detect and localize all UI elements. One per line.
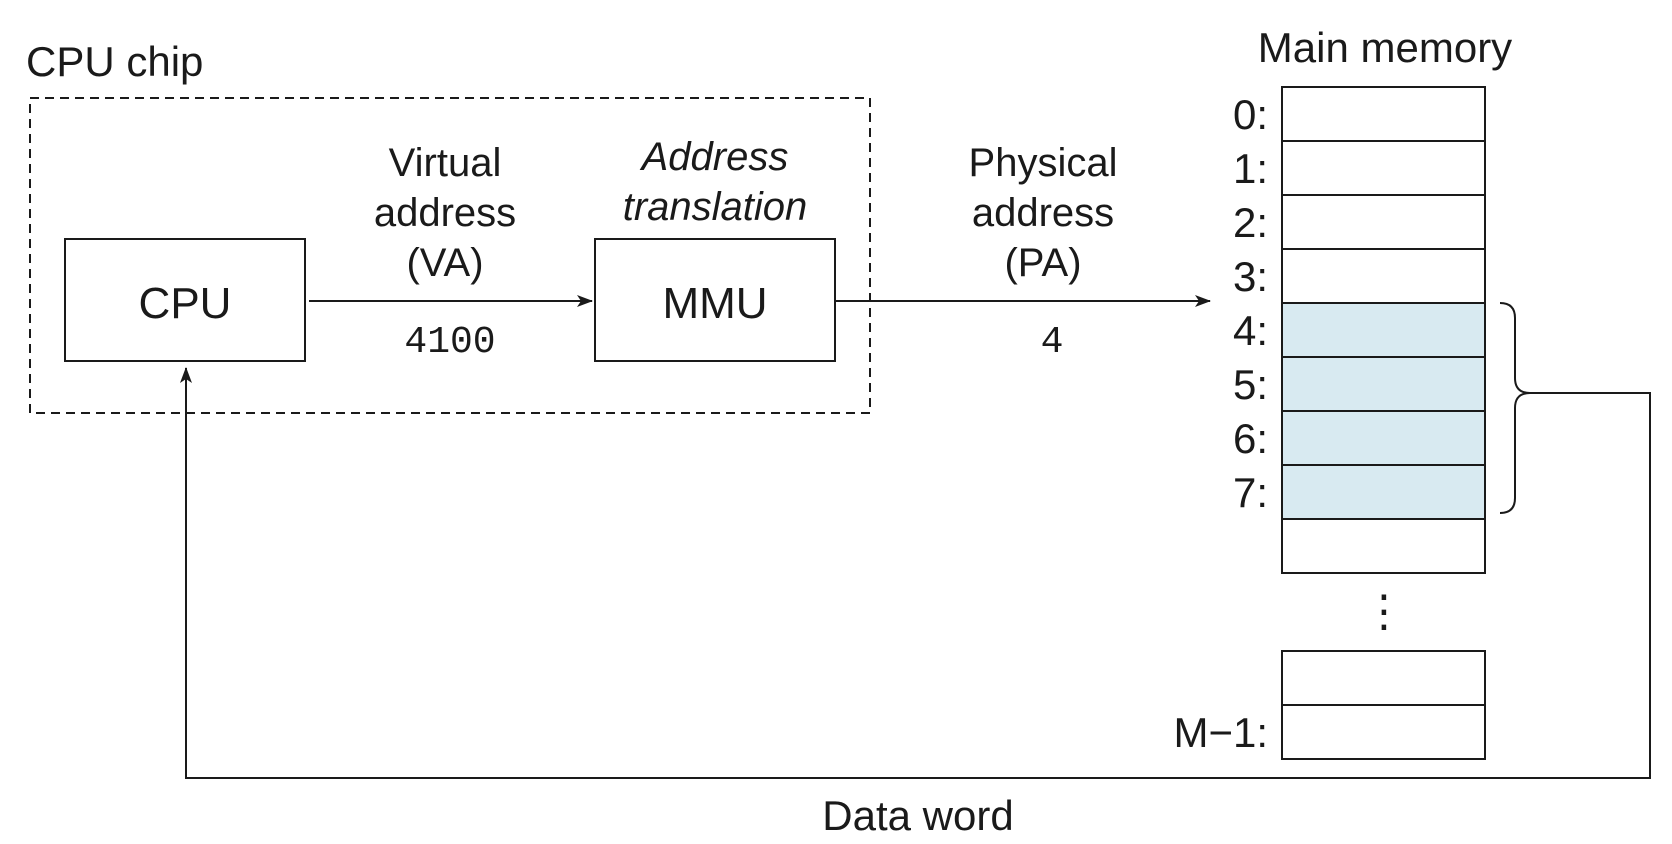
memory-cell-0 (1281, 86, 1486, 142)
memory-cell-4 (1281, 302, 1486, 358)
memory-ellipsis: ⋮ (1362, 587, 1406, 636)
va-value: 4100 (404, 321, 495, 364)
memory-cell-4-label: 4: (1233, 307, 1268, 354)
cpu-label: CPU (139, 279, 232, 328)
memory-cell-1-label: 1: (1233, 145, 1268, 192)
memory-tail-cell-1-label: M−1: (1173, 709, 1268, 756)
memory-cell-7 (1281, 464, 1486, 520)
memory-cell-5-label: 5: (1233, 361, 1268, 408)
mmu-label: MMU (662, 279, 767, 328)
memory-cell-3-label: 3: (1233, 253, 1268, 300)
memory-cell-8 (1281, 518, 1486, 574)
mmu-caption-line-2: translation (623, 185, 808, 229)
va-caption-line-2: address (374, 191, 516, 235)
memory-cell-7-label: 7: (1233, 469, 1268, 516)
mmu-box (594, 238, 836, 362)
memory-cell-5 (1281, 356, 1486, 412)
memory-tail-cell-0 (1281, 650, 1486, 706)
mmu-caption-line-1: Address (640, 135, 789, 179)
memory-cell-2 (1281, 194, 1486, 250)
memory-cell-1 (1281, 140, 1486, 196)
pa-caption-line-1: Physical (969, 141, 1118, 185)
pa-caption-line-3: (PA) (1004, 241, 1081, 285)
main-memory-title: Main memory (1258, 24, 1512, 71)
memory-tail-cell-1 (1281, 704, 1486, 760)
memory-cell-6 (1281, 410, 1486, 466)
va-caption-line-3: (VA) (406, 241, 483, 285)
memory-cells: 0: 1: 2: 3: 4: 5: 6: 7: M−1: (1173, 86, 1486, 760)
cpu-chip-label: CPU chip (26, 38, 203, 85)
memory-cell-3 (1281, 248, 1486, 304)
memory-cell-0-label: 0: (1233, 91, 1268, 138)
cpu-box (64, 238, 306, 362)
pa-value: 4 (1041, 321, 1064, 364)
data-word-label: Data word (822, 792, 1013, 839)
cpu-chip-boundary (29, 97, 871, 414)
va-caption-line-1: Virtual (389, 141, 502, 185)
pa-caption-line-2: address (972, 191, 1114, 235)
memory-cell-6-label: 6: (1233, 415, 1268, 462)
memory-cell-2-label: 2: (1233, 199, 1268, 246)
data-word-arrow (180, 367, 1651, 779)
block-brace (1499, 302, 1531, 514)
